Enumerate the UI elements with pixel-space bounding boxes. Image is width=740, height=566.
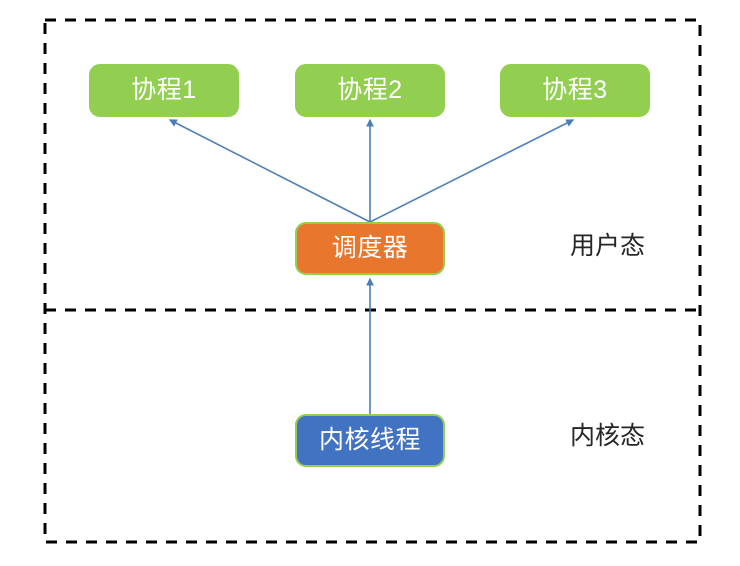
region-label-kernel-mode: 内核态: [570, 424, 645, 449]
node-kernel-thread[interactable]: 内核线程: [295, 414, 445, 467]
node-scheduler[interactable]: 调度器: [295, 222, 445, 275]
node-coroutine-1-label: 协程1: [131, 76, 197, 104]
arrow-scheduler-to-coroutine-3: [369, 119, 575, 223]
node-coroutine-3[interactable]: 协程3: [500, 64, 650, 117]
node-coroutine-1[interactable]: 协程1: [89, 64, 239, 117]
node-coroutine-2-label: 协程2: [337, 76, 403, 104]
region-label-user-mode: 用户态: [570, 234, 645, 259]
node-kernel-thread-label: 内核线程: [318, 426, 421, 454]
node-scheduler-label: 调度器: [331, 234, 409, 262]
region-label-user-mode-text: 用户态: [570, 232, 646, 260]
node-coroutine-2[interactable]: 协程2: [295, 64, 445, 117]
node-coroutine-3-label: 协程3: [542, 76, 608, 104]
region-label-kernel-mode-text: 内核态: [570, 422, 646, 450]
arrow-scheduler-to-coroutine-1: [168, 119, 371, 223]
